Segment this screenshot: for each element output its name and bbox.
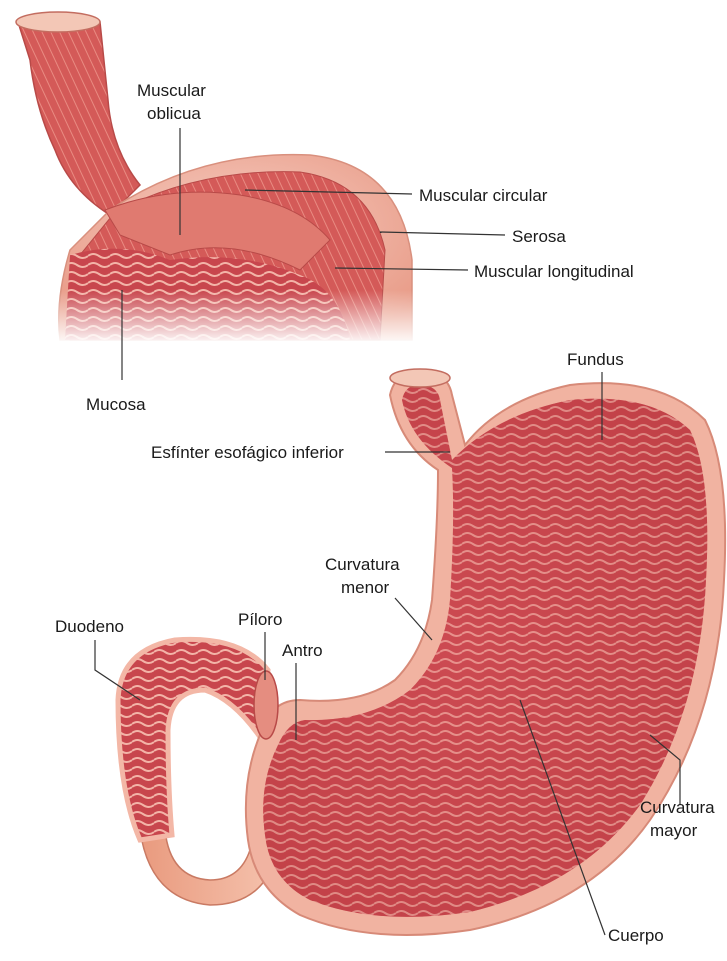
- label-cuerpo: Cuerpo: [608, 926, 664, 945]
- label-muscular-circular: Muscular circular: [419, 186, 548, 205]
- esophagus-opening-main: [390, 369, 450, 387]
- label-fundus: Fundus: [567, 350, 624, 369]
- label-curvatura-menor-2: menor: [341, 578, 390, 597]
- label-mucosa: Mucosa: [86, 395, 146, 414]
- esophagus-top-tube: [18, 16, 140, 215]
- label-serosa: Serosa: [512, 227, 566, 246]
- wall-layers-inset: [0, 12, 440, 345]
- label-curvatura-mayor-1: Curvatura: [640, 798, 715, 817]
- label-piloro: Píloro: [238, 610, 282, 629]
- label-muscular-oblicua-1: Muscular: [137, 81, 206, 100]
- label-muscular-longitudinal: Muscular longitudinal: [474, 262, 634, 281]
- pylorus-sphincter: [254, 671, 278, 739]
- label-curvatura-mayor-2: mayor: [650, 821, 698, 840]
- label-muscular-oblicua-2: oblicua: [147, 104, 201, 123]
- label-antro: Antro: [282, 641, 323, 660]
- label-duodeno: Duodeno: [55, 617, 124, 636]
- esophagus-opening: [16, 12, 100, 32]
- label-esfinter-esofagico-inferior: Esfínter esofágico inferior: [151, 443, 344, 462]
- label-curvatura-menor-1: Curvatura: [325, 555, 400, 574]
